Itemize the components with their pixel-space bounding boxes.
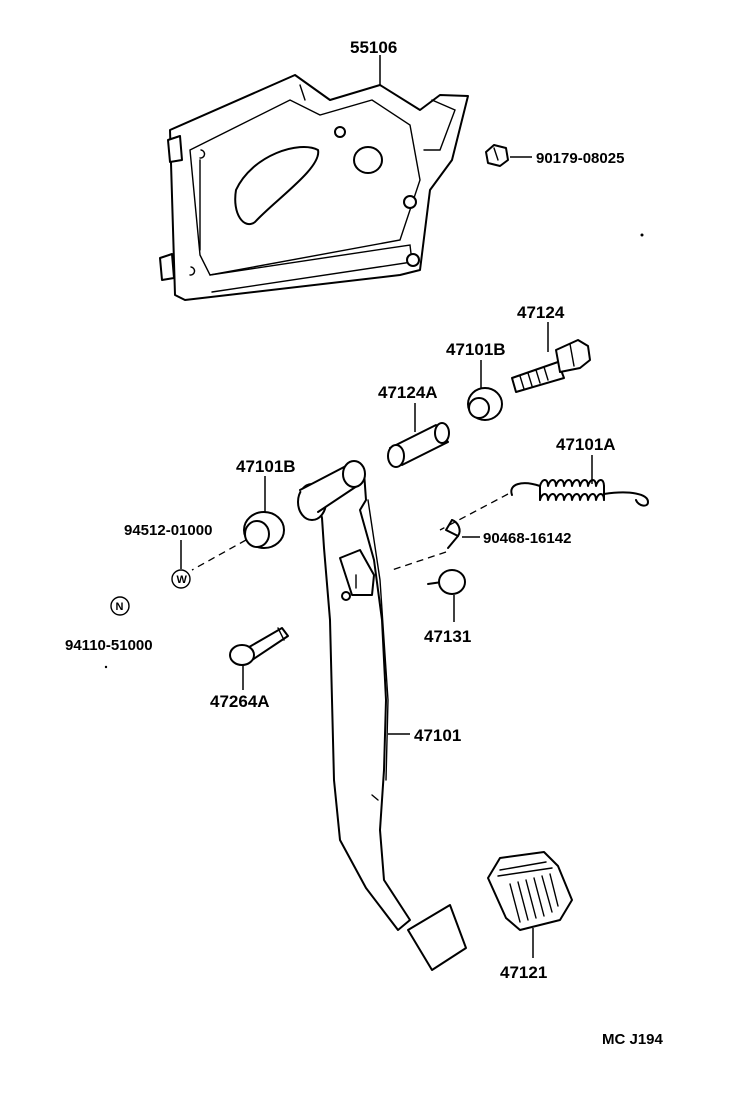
label-94512-01000: 94512-01000 [124,522,212,539]
label-47124: 47124 [517,303,565,322]
bushing-upper-47101b[interactable] [467,387,503,421]
label-47101a: 47101A [556,435,616,454]
pedal-pad-47121[interactable] [487,851,573,931]
dash-clip-to-arm [391,551,447,571]
label-47124a: 47124A [378,383,438,402]
nut-symbol[interactable]: N [110,596,130,616]
label-90468-16142: 90468-16142 [483,530,571,547]
label-47101b-upper: 47101B [446,340,506,359]
bolt-47124[interactable] [511,339,591,393]
nut-90179[interactable] [485,144,509,167]
pedal-arm-47101[interactable] [297,460,467,971]
stray-mark [640,233,644,237]
label-94110-51000: 94110-51000 [65,637,153,654]
dash-spring-to-clip [439,493,509,531]
stray-mark-2 [104,665,108,669]
washer-symbol-letter: W [177,574,188,586]
pedal-support-bracket[interactable] [159,74,469,301]
washer-symbol[interactable]: W [171,569,191,589]
label-47264a: 47264A [210,692,270,711]
label-47121: 47121 [500,963,547,982]
diagram-code: MC J194 [602,1031,664,1048]
label-55106: 55106 [350,38,397,57]
dash-bushing-to-washer [191,539,247,571]
collar-47124a[interactable] [387,422,450,468]
stopper-47131[interactable] [427,569,466,595]
label-47101b-lower: 47101B [236,457,296,476]
label-47101: 47101 [414,726,461,745]
return-spring-47101a[interactable] [510,479,649,507]
label-90179-08025: 90179-08025 [536,150,624,167]
clevis-pin-47264a[interactable] [229,627,289,666]
clip-90468[interactable] [445,519,461,549]
bushing-lower-47101b[interactable] [243,511,285,549]
label-47131: 47131 [424,627,471,646]
nut-symbol-letter: N [116,601,124,613]
